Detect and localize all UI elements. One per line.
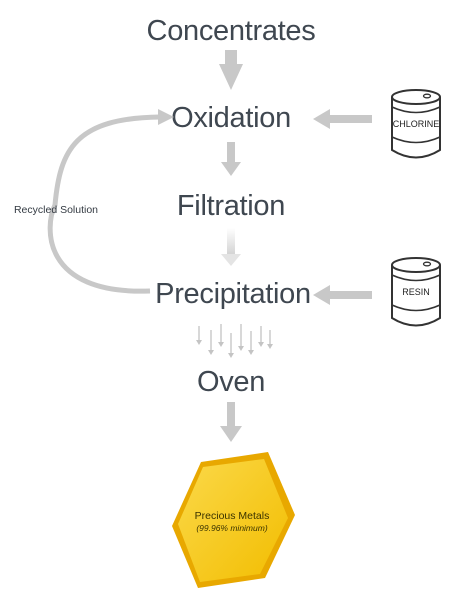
arrow-chlorine-to-oxidation bbox=[313, 109, 372, 129]
chlorine-barrel-icon bbox=[391, 89, 441, 159]
precipitate-arrow bbox=[267, 330, 273, 349]
arrow-resin-to-precipitation bbox=[313, 285, 372, 305]
precipitate-arrow bbox=[248, 331, 254, 355]
arrow-filtration-to-precipitation bbox=[221, 228, 241, 266]
recycle-loop-arrow bbox=[47, 109, 174, 294]
precipitate-arrow bbox=[196, 326, 202, 345]
arrow-oxidation-to-filtration bbox=[221, 142, 241, 176]
precipitate-arrow bbox=[238, 324, 244, 351]
resin-label: RESIN bbox=[402, 287, 430, 297]
precipitate-arrow bbox=[208, 330, 214, 355]
step-oxidation: Oxidation bbox=[171, 102, 291, 134]
recycled-solution-label: Recycled Solution bbox=[14, 204, 98, 216]
precipitate-arrow bbox=[218, 324, 224, 347]
precious-metals-hexagon-icon bbox=[172, 452, 295, 588]
precipitate-arrow bbox=[228, 333, 234, 358]
resin-barrel-icon bbox=[391, 257, 441, 327]
step-concentrates: Concentrates bbox=[147, 15, 316, 47]
step-oven: Oven bbox=[197, 366, 265, 398]
step-filtration: Filtration bbox=[177, 190, 285, 222]
precipitate-arrows bbox=[196, 324, 273, 358]
arrow-concentrates-to-oxidation bbox=[219, 50, 243, 90]
product-title: Precious Metals bbox=[195, 510, 270, 522]
product-subtitle: (99.96% minimum) bbox=[196, 523, 267, 533]
arrow-oven-to-metals bbox=[220, 402, 242, 442]
step-precipitation: Precipitation bbox=[155, 278, 311, 310]
chlorine-label: CHLORINE bbox=[393, 119, 440, 129]
precipitate-arrow bbox=[258, 326, 264, 347]
